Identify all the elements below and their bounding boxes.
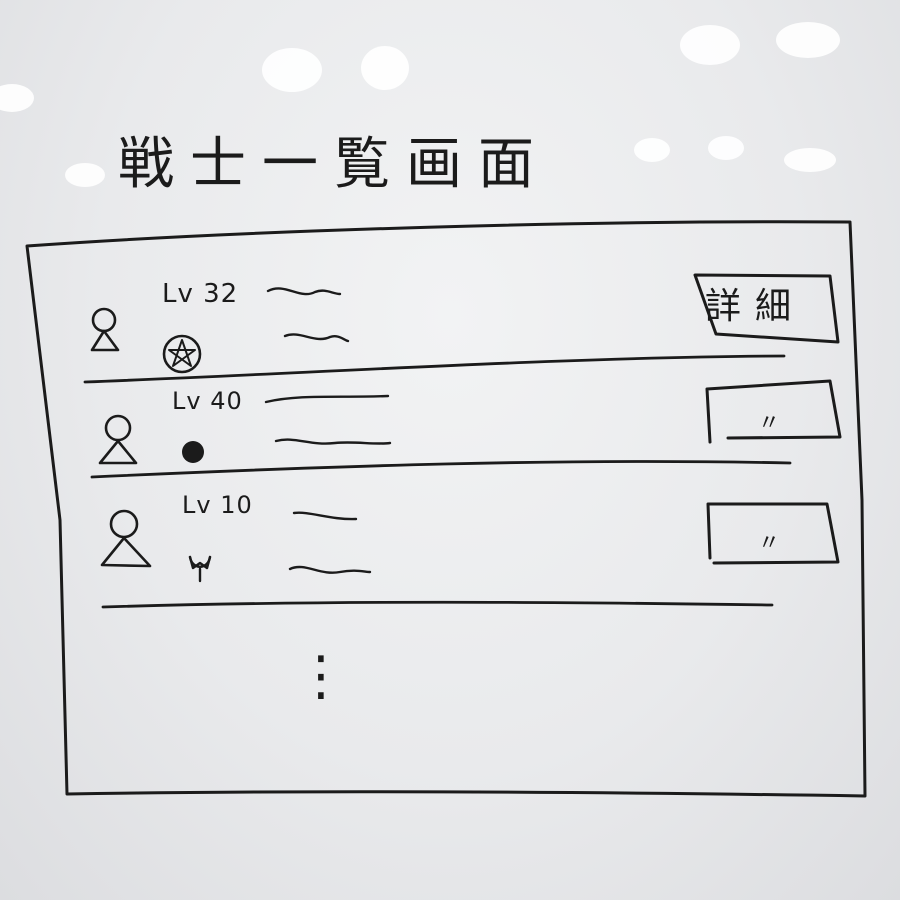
detail-button[interactable]: 〃	[706, 502, 840, 565]
row-divider	[101, 600, 774, 609]
warrior-row[interactable]: Lv 40 〃	[90, 379, 842, 479]
warrior-row[interactable]: Lv 10 〃	[100, 491, 840, 609]
warrior-name-scribble	[292, 511, 358, 521]
warrior-detail-scribble	[274, 438, 392, 445]
page-title: 戦士一覧画面	[118, 132, 550, 197]
warrior-name-scribble	[264, 394, 390, 404]
tulip-icon	[188, 555, 212, 583]
detail-button[interactable]: 〃	[705, 379, 842, 444]
warrior-avatar-icon	[90, 307, 120, 352]
detail-button-label: 〃	[758, 531, 780, 556]
filled-circle-icon	[182, 441, 204, 463]
pentagram-medal-icon	[162, 334, 202, 374]
warrior-avatar-icon	[100, 509, 152, 568]
warrior-level: Lv 32	[162, 279, 238, 309]
warrior-row[interactable]: Lv 32 詳細	[83, 273, 840, 384]
warrior-detail-scribble	[283, 333, 350, 343]
detail-button[interactable]: 詳細	[693, 273, 840, 344]
light-reflections	[0, 22, 840, 187]
warrior-detail-scribble	[288, 565, 372, 574]
row-divider	[83, 354, 786, 384]
warrior-name-scribble	[266, 287, 342, 296]
more-indicator: ⋮	[294, 644, 348, 707]
warrior-avatar-icon	[98, 414, 138, 465]
warrior-level: Lv 10	[182, 491, 253, 519]
screen-frame	[25, 220, 867, 798]
row-divider	[90, 460, 792, 479]
detail-button-label: 〃	[758, 411, 780, 436]
detail-button-label: 詳細	[705, 286, 805, 327]
warrior-level: Lv 40	[172, 387, 243, 415]
